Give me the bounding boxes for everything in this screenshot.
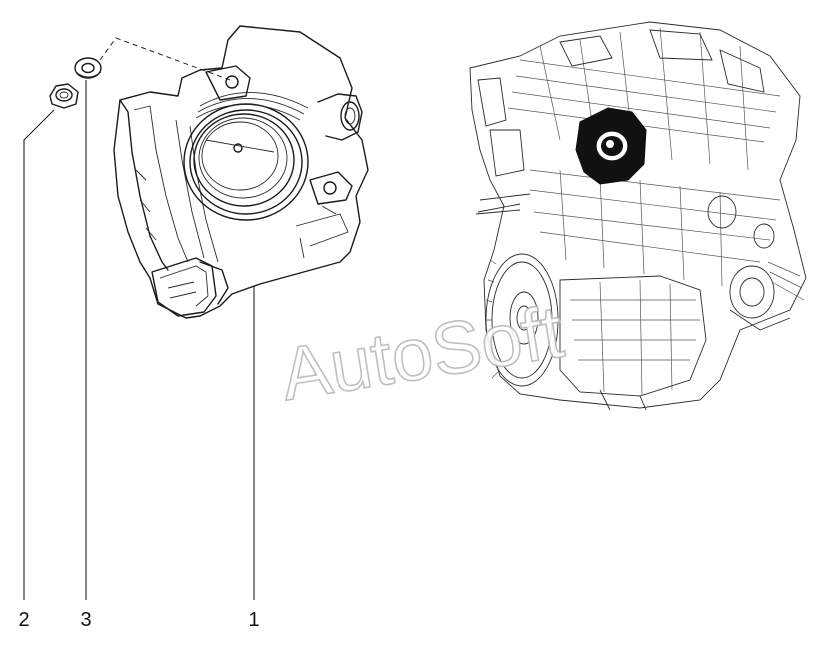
- washer-drawing[interactable]: [74, 57, 102, 79]
- leader-line-2: [23, 109, 55, 600]
- assembly-axis-line: [99, 37, 231, 81]
- watermark-text: AutoSoft: [275, 290, 569, 416]
- pulley-outline: [729, 265, 775, 319]
- callout-number-2: 2: [18, 609, 29, 631]
- callout-number-3: 3: [80, 609, 91, 631]
- callout-number-1: 1: [248, 609, 259, 631]
- throttle-body-drawing[interactable]: [113, 25, 369, 319]
- nut-drawing[interactable]: [49, 83, 79, 109]
- engine-assembly-drawing: [469, 21, 807, 411]
